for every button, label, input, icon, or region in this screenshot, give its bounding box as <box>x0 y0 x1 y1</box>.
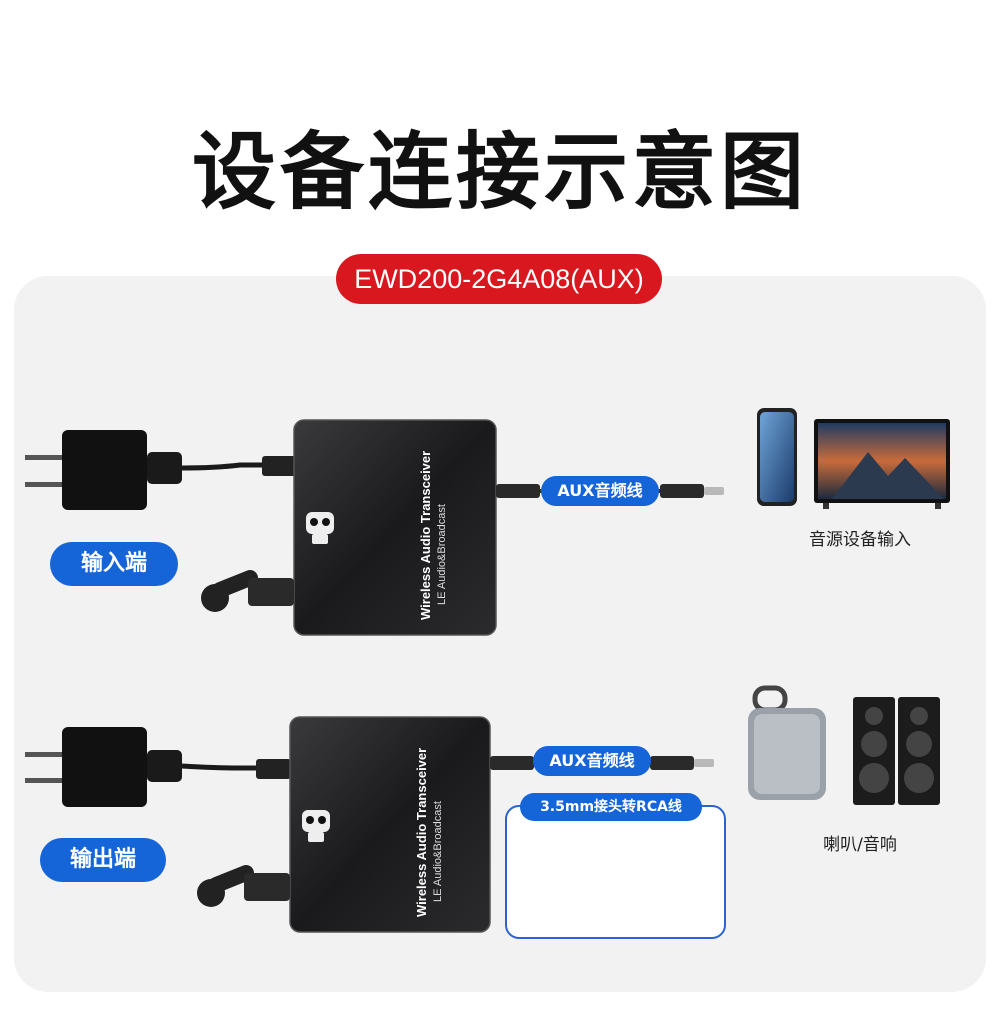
antenna-bottom <box>197 865 290 907</box>
input-end-label: 输入端 <box>50 542 178 586</box>
aux-cable-label-bottom: AUX音频线 <box>533 746 651 776</box>
rca-cable-label: 3.5mm接头转RCA线 <box>520 793 702 821</box>
source-device-caption: 音源设备输入 <box>809 530 911 550</box>
phone-image <box>757 408 797 506</box>
power-adapter-top <box>25 430 297 510</box>
device-name-top: Wireless Audio Transceiver <box>418 450 433 620</box>
device-text-bottom: Wireless Audio Transceiver LE Audio&Broa… <box>311 717 451 932</box>
device-name-bottom: Wireless Audio Transceiver <box>414 747 429 917</box>
rca-cable-box <box>505 805 726 939</box>
aux-cable-label-top: AUX音频线 <box>541 476 659 506</box>
device-text-top: Wireless Audio Transceiver LE Audio&Broa… <box>315 420 455 635</box>
page-title: 设备连接示意图 <box>191 123 808 221</box>
diagram-panel <box>14 276 986 992</box>
bluetooth-speaker-image <box>748 685 826 800</box>
tv-image <box>814 419 950 509</box>
speaker-pair-image <box>853 697 940 805</box>
antenna-top <box>201 570 294 612</box>
speaker-caption: 喇叭/音响 <box>823 835 897 855</box>
model-badge: EWD200-2G4A08(AUX) <box>336 254 662 304</box>
device-subtitle-top: LE Audio&Broadcast <box>436 504 448 605</box>
transceiver-device-top <box>293 419 497 636</box>
device-subtitle-bottom: LE Audio&Broadcast <box>432 801 444 902</box>
power-adapter-bottom <box>25 727 291 807</box>
output-end-label: 输出端 <box>40 838 166 882</box>
transceiver-device-bottom <box>289 716 491 933</box>
